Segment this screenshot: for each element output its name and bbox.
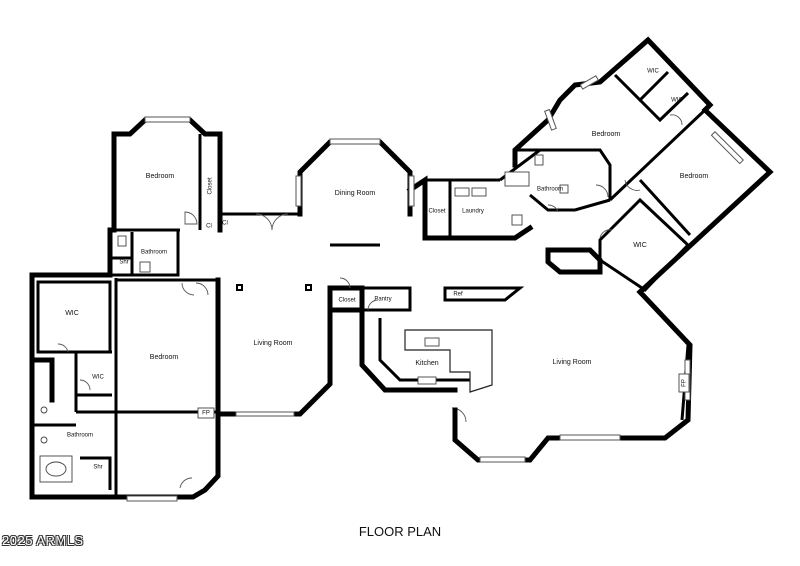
label-closet-k: Closet [338, 298, 355, 304]
label-ref: Ref [453, 292, 463, 298]
label-cl-a: Cl [206, 224, 212, 230]
label-wic-w2: WIC [92, 375, 104, 381]
center-windows [235, 138, 415, 417]
label-pantry: Pantry [374, 297, 391, 303]
label-fp-right: FP [682, 379, 688, 387]
center-doors [339, 187, 523, 423]
label-laundry: Laundry [462, 209, 484, 215]
east-doors [504, 114, 683, 239]
label-wic-ne-mid: WIC [671, 98, 683, 104]
west-fixtures [39, 235, 151, 483]
watermark: 2025 ARMLS [2, 533, 84, 548]
label-closet-mid: Closet [428, 209, 445, 215]
label-wic-ne-top: WIC [647, 69, 659, 75]
label-fp-left: FP [202, 411, 210, 417]
center-walls [215, 139, 534, 417]
label-shr-sw: Shr [93, 465, 102, 471]
room-labels: Bedroom Closet Cl Cl Bathroom Shr WIC Be… [65, 69, 708, 471]
label-shr-w: Shr [119, 260, 128, 266]
label-kitchen: Kitchen [415, 360, 438, 367]
label-bedroom-nw: Bedroom [146, 173, 175, 180]
label-living-right: Living Room [553, 359, 592, 366]
label-living-left: Living Room [254, 340, 293, 347]
label-bedroom-w: Bedroom [150, 354, 179, 361]
floor-plan-title: FLOOR PLAN [358, 524, 442, 539]
label-wic-w: WIC [65, 310, 79, 317]
label-bathroom-ne: Bathroom [537, 187, 563, 193]
label-bathroom-w: Bathroom [141, 250, 167, 256]
label-bedroom-ne: Bedroom [592, 131, 621, 138]
label-closet-nw: Closet [208, 177, 214, 194]
east-wing-walls [452, 36, 774, 463]
west-doors [57, 211, 289, 489]
label-dining: Dining Room [335, 190, 376, 197]
label-bedroom-e: Bedroom [680, 173, 709, 180]
label-wic-e: WIC [633, 242, 647, 249]
label-cl-b: Cl [222, 221, 228, 227]
label-bathroom-sw: Bathroom [67, 433, 93, 439]
